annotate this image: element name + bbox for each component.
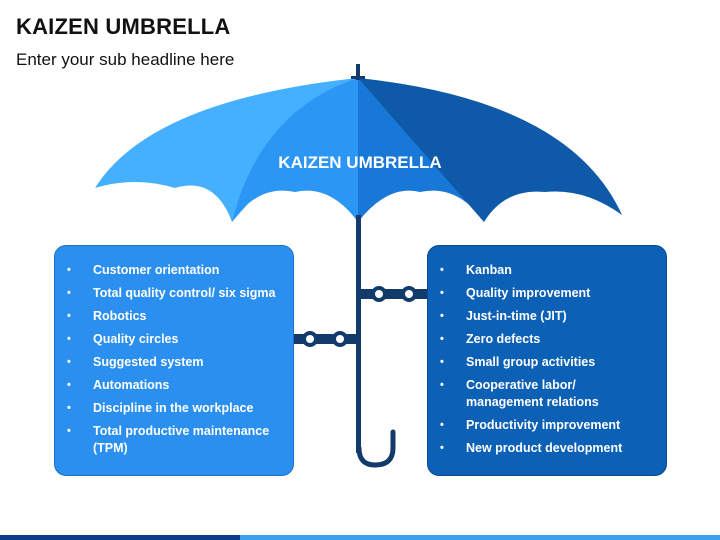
- left-list-item-text: Automations: [93, 378, 170, 392]
- left-list-item: • Quality circles: [65, 331, 283, 348]
- right-list-item-text: Quality improvement: [466, 286, 591, 300]
- right-list-panel: • Kanban • Quality improvement • Just-in-ti…: [427, 245, 667, 476]
- left-list-item: • Total quality control/ six sigma: [65, 285, 283, 302]
- canopy-panel-2: [232, 78, 358, 222]
- right-list-item-text: New product development: [466, 441, 623, 455]
- right-list-item-text: Zero defects: [466, 332, 541, 346]
- bullet: •: [67, 333, 71, 345]
- footer-accent-light: [240, 535, 720, 540]
- umbrella-label: KAIZEN UMBRELLA: [278, 153, 441, 172]
- right-list-item-text: Cooperative labor/ management relations: [466, 378, 599, 409]
- page-title: KAIZEN UMBRELLA: [16, 14, 231, 39]
- right-list-item: • Small group activities: [438, 354, 656, 371]
- right-list-item-text: Just-in-time (JIT): [466, 309, 567, 323]
- right-connector-ring-1-hole: [375, 290, 383, 298]
- right-list-item: • Zero defects: [438, 331, 656, 348]
- bullet: •: [67, 379, 71, 391]
- left-list-item-text: Total productive maintenance (TPM): [93, 424, 270, 455]
- right-list-item: • Cooperative labor/ management relations: [438, 377, 656, 411]
- bullet: •: [440, 287, 444, 299]
- bullet: •: [67, 310, 71, 322]
- footer-accent-dark: [0, 535, 240, 540]
- left-list-item: • Suggested system: [65, 354, 283, 371]
- bullet: •: [440, 333, 444, 345]
- bullet: •: [67, 402, 71, 414]
- left-list-item-text: Suggested system: [93, 355, 204, 369]
- left-connector-bar: [293, 334, 361, 344]
- left-list-item-text: Total quality control/ six sigma: [93, 286, 276, 300]
- bullet: •: [67, 425, 71, 437]
- bullet: •: [440, 379, 444, 391]
- left-list-item: • Customer orientation: [65, 262, 283, 279]
- left-list-item: • Robotics: [65, 308, 283, 325]
- canopy-panel-1: [95, 78, 358, 222]
- page-subtitle: Enter your sub headline here: [16, 50, 235, 69]
- right-list-item-text: Small group activities: [466, 355, 596, 369]
- left-list-item-text: Discipline in the workplace: [93, 401, 254, 415]
- left-list-item: • Automations: [65, 377, 283, 394]
- right-list-item: • Quality improvement: [438, 285, 656, 302]
- left-list-item: • Discipline in the workplace: [65, 400, 283, 417]
- right-connector-ring-2-hole: [405, 290, 413, 298]
- umbrella-handle: [356, 429, 396, 468]
- left-list-item: • Total productive maintenance (TPM): [65, 423, 283, 457]
- right-list: • Kanban • Quality improvement • Just-in-ti…: [438, 262, 656, 457]
- left-list-panel: • Customer orientation • Total quality con…: [54, 245, 294, 476]
- bullet: •: [440, 310, 444, 322]
- bullet: •: [67, 287, 71, 299]
- umbrella-tip-cap: [351, 76, 365, 79]
- right-list-item-text: Kanban: [466, 263, 512, 277]
- left-connector-ring-2-hole: [336, 335, 344, 343]
- footer-accent-bar: [0, 535, 720, 540]
- right-list-item: • Productivity improvement: [438, 417, 656, 434]
- left-list-item-text: Customer orientation: [93, 263, 220, 277]
- left-list-item-text: Robotics: [93, 309, 147, 323]
- bullet: •: [440, 356, 444, 368]
- bullet: •: [440, 264, 444, 276]
- umbrella-tip: [356, 64, 360, 80]
- right-list-item: • New product development: [438, 440, 656, 457]
- bullet: •: [440, 419, 444, 431]
- canopy-panel-4: [358, 78, 622, 222]
- right-connector-bar: [356, 289, 428, 299]
- bullet: •: [67, 264, 71, 276]
- right-list-item: • Just-in-time (JIT): [438, 308, 656, 325]
- bullet: •: [67, 356, 71, 368]
- left-list: • Customer orientation • Total quality con…: [65, 262, 283, 457]
- right-list-item: • Kanban: [438, 262, 656, 279]
- right-list-item-text: Productivity improvement: [466, 418, 621, 432]
- left-connector-ring-1-hole: [306, 335, 314, 343]
- bullet: •: [440, 442, 444, 454]
- left-list-item-text: Quality circles: [93, 332, 179, 346]
